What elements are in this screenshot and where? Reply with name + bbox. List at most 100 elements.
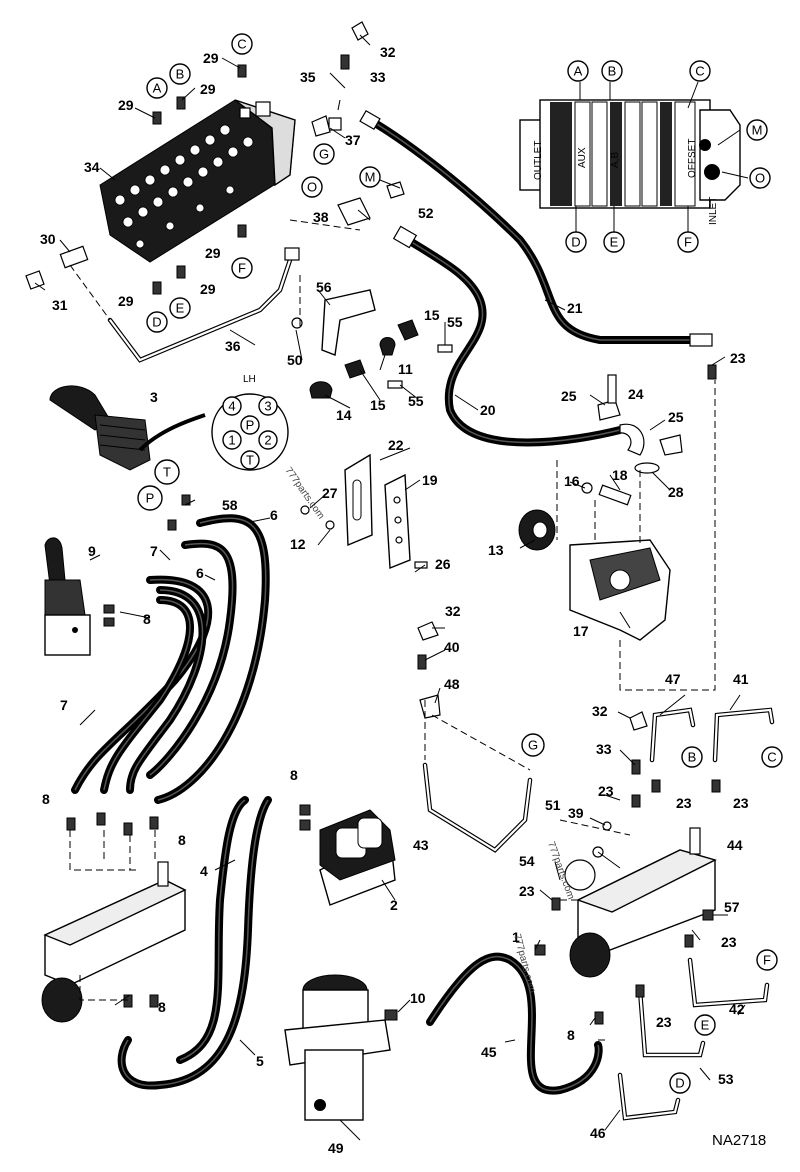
ref-p-joystick: P <box>146 491 155 506</box>
port-t: T <box>246 453 254 468</box>
callout-45: 45 <box>481 1044 497 1060</box>
callout-numbers: 1 2 3 4 5 6 6 7 7 8 8 8 8 8 8 9 10 11 12… <box>40 44 749 1156</box>
callout-55a: 55 <box>447 314 463 330</box>
figure-id: NA2718 <box>712 1132 766 1149</box>
callout-17: 17 <box>573 623 589 639</box>
callout-5: 5 <box>256 1053 264 1069</box>
ref-m-schematic: M <box>752 123 763 138</box>
callout-29-d: 29 <box>205 245 221 261</box>
callout-46: 46 <box>590 1125 606 1141</box>
callout-43: 43 <box>413 837 429 853</box>
port-1: 1 <box>228 433 235 448</box>
callout-22: 22 <box>388 437 404 453</box>
callout-23-c: 23 <box>733 795 749 811</box>
swivel-49 <box>284 974 391 1121</box>
callout-56: 56 <box>316 279 332 295</box>
callout-54: 54 <box>519 853 535 869</box>
ref-d-valve: D <box>152 315 161 330</box>
ref-t-joystick: T <box>163 465 171 480</box>
callout-40: 40 <box>444 639 460 655</box>
aux-label: AUX <box>577 147 588 168</box>
joystick-9 <box>44 537 91 656</box>
callout-8-right: 8 <box>178 832 186 848</box>
callout-57: 57 <box>724 899 740 915</box>
callout-29-b: 29 <box>200 81 216 97</box>
hose-45 <box>426 952 603 1095</box>
main-control-valve <box>99 99 296 263</box>
callout-29-c: 29 <box>203 50 219 66</box>
callout-50: 50 <box>287 352 303 368</box>
callout-28: 28 <box>668 484 684 500</box>
callout-1: 1 <box>512 929 520 945</box>
callout-7a: 7 <box>150 543 158 559</box>
callout-23-e: 23 <box>721 934 737 950</box>
callout-3: 3 <box>150 389 158 405</box>
ref-c-tube: C <box>767 750 776 765</box>
callout-32-mid: 32 <box>445 603 461 619</box>
callout-53: 53 <box>718 1071 734 1087</box>
callout-31: 31 <box>52 297 68 313</box>
callout-32-right: 32 <box>592 703 608 719</box>
callout-29-f: 29 <box>118 293 134 309</box>
ref-m-valve: M <box>365 170 376 185</box>
callout-52: 52 <box>418 205 434 221</box>
callout-13: 13 <box>488 542 504 558</box>
ref-g-tube: G <box>528 738 538 753</box>
callout-58: 58 <box>222 497 238 513</box>
callout-26: 26 <box>435 556 451 572</box>
reference-circles: A B C D E F G M O A B C M O D E F T P G … <box>137 33 783 1094</box>
callout-18: 18 <box>612 467 628 483</box>
callout-55b: 55 <box>408 393 424 409</box>
callout-51: 51 <box>545 797 561 813</box>
callout-42: 42 <box>729 1001 745 1017</box>
tube-43 <box>422 762 533 853</box>
callout-23-b: 23 <box>676 795 692 811</box>
callout-36: 36 <box>225 338 241 354</box>
ref-d-schematic: D <box>571 235 580 250</box>
ref-c-valve: C <box>237 37 246 52</box>
port-2: 2 <box>264 433 271 448</box>
callout-10: 10 <box>410 990 426 1006</box>
hose-7b <box>100 596 194 794</box>
ref-e-tube: E <box>701 1018 710 1033</box>
pedal-valve-2 <box>319 809 396 906</box>
ref-g-valve: G <box>319 147 329 162</box>
callout-29-a: 29 <box>118 97 134 113</box>
callout-41: 41 <box>733 671 749 687</box>
callout-15b: 15 <box>370 397 386 413</box>
tube-36 <box>107 257 293 363</box>
port-pattern: LH 4 3 P 1 2 T <box>211 374 289 471</box>
callout-33-right: 33 <box>596 741 612 757</box>
callout-34: 34 <box>84 159 100 175</box>
callout-27: 27 <box>322 485 338 501</box>
ref-a-valve: A <box>153 81 162 96</box>
ref-o-schematic: O <box>755 171 765 186</box>
callout-20: 20 <box>480 402 496 418</box>
pattern-title: LH <box>243 374 256 385</box>
callout-37: 37 <box>345 132 361 148</box>
callout-23-f: 23 <box>656 1014 672 1030</box>
callout-9: 9 <box>88 543 96 559</box>
callout-39: 39 <box>568 805 584 821</box>
callout-38: 38 <box>313 209 329 225</box>
callout-19: 19 <box>422 472 438 488</box>
port-p: P <box>246 418 255 433</box>
callout-4: 4 <box>200 863 208 879</box>
callout-44: 44 <box>727 837 743 853</box>
callout-25b: 25 <box>668 409 684 425</box>
callout-8-joystick: 8 <box>143 611 151 627</box>
callout-7b: 7 <box>60 697 68 713</box>
ref-f-tube: F <box>763 953 771 968</box>
callout-23-a: 23 <box>598 783 614 799</box>
ref-d-tube: D <box>675 1076 684 1091</box>
callout-23-d: 23 <box>519 883 535 899</box>
ref-b-tube: B <box>688 750 697 765</box>
callout-33-top: 33 <box>370 69 386 85</box>
callout-8-pedal: 8 <box>290 767 298 783</box>
valve-44 <box>569 827 717 978</box>
ref-f-valve: F <box>238 261 246 276</box>
outlet-label: OUTLET <box>533 141 544 180</box>
callout-16: 16 <box>564 473 580 489</box>
